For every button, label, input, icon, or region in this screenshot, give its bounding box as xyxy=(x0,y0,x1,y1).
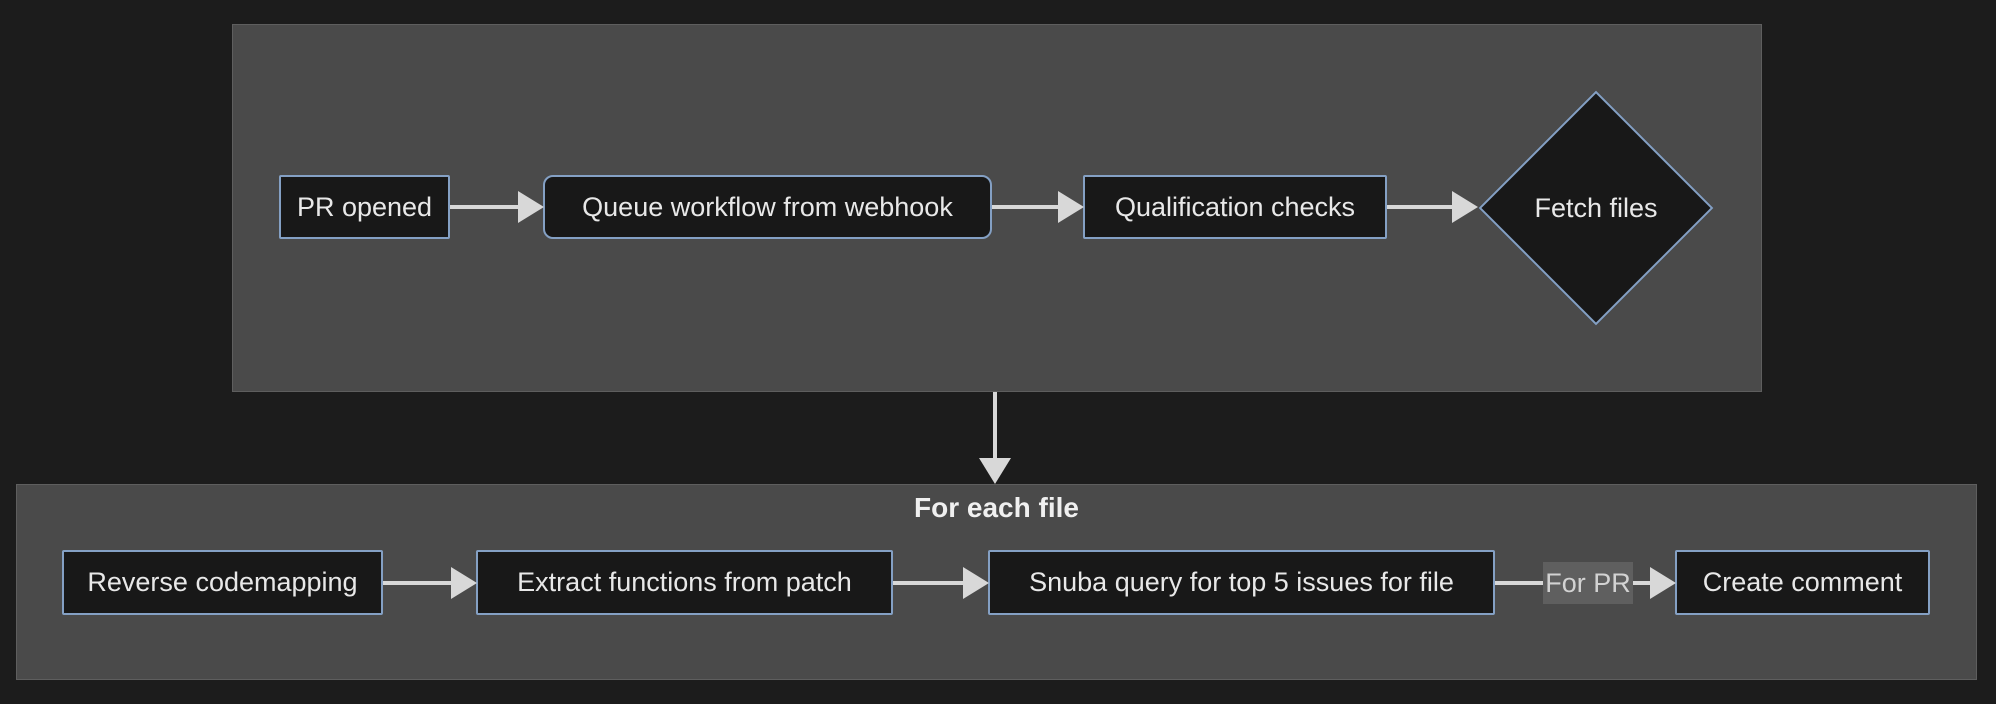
node-snuba-query-label: Snuba query for top 5 issues for file xyxy=(1029,567,1454,597)
arrow-extract-to-snuba-head xyxy=(963,567,989,599)
node-fetch-files-label: Fetch files xyxy=(1534,192,1658,223)
node-qualification-checks-label: Qualification checks xyxy=(1114,191,1356,222)
node-queue-workflow-from-webhook: Queue workflow from webhook xyxy=(543,175,992,239)
node-pr-opened-label: PR opened xyxy=(296,191,433,222)
arrow-pr-to-queue-head xyxy=(518,191,544,223)
node-create-comment-label: Create comment xyxy=(1702,567,1903,597)
arrow-fetch-to-foreach-head xyxy=(979,458,1011,484)
node-reverse-codemapping-label: Reverse codemapping xyxy=(87,567,358,597)
node-extract-functions-from-patch: Extract functions from patch xyxy=(476,550,893,615)
node-pr-opened: PR opened xyxy=(279,175,450,239)
edge-label-for-pr: For PR xyxy=(1543,562,1633,604)
node-queue-workflow-label: Queue workflow from webhook xyxy=(582,191,953,222)
arrow-snuba-to-create-head xyxy=(1650,567,1676,599)
arrow-reverse-to-extract-head xyxy=(451,567,477,599)
arrow-queue-to-qualification-line xyxy=(992,205,1058,209)
arrow-queue-to-qualification-head xyxy=(1058,191,1084,223)
node-fetch-files: Fetch files xyxy=(1477,89,1715,327)
arrow-pr-to-queue-line xyxy=(450,205,520,209)
arrow-qualification-to-fetch-line xyxy=(1387,205,1452,209)
node-qualification-checks: Qualification checks xyxy=(1083,175,1387,239)
subgraph-for-each-file-title: For each file xyxy=(914,492,1079,523)
node-create-comment: Create comment xyxy=(1675,550,1930,615)
arrow-fetch-to-foreach-line xyxy=(993,392,997,458)
arrow-extract-to-snuba-line xyxy=(893,581,963,585)
arrow-qualification-to-fetch-head xyxy=(1452,191,1478,223)
node-reverse-codemapping: Reverse codemapping xyxy=(62,550,383,615)
node-snuba-query-top-5-issues: Snuba query for top 5 issues for file xyxy=(988,550,1495,615)
arrow-reverse-to-extract-line xyxy=(383,581,451,585)
node-extract-functions-label: Extract functions from patch xyxy=(517,567,852,597)
